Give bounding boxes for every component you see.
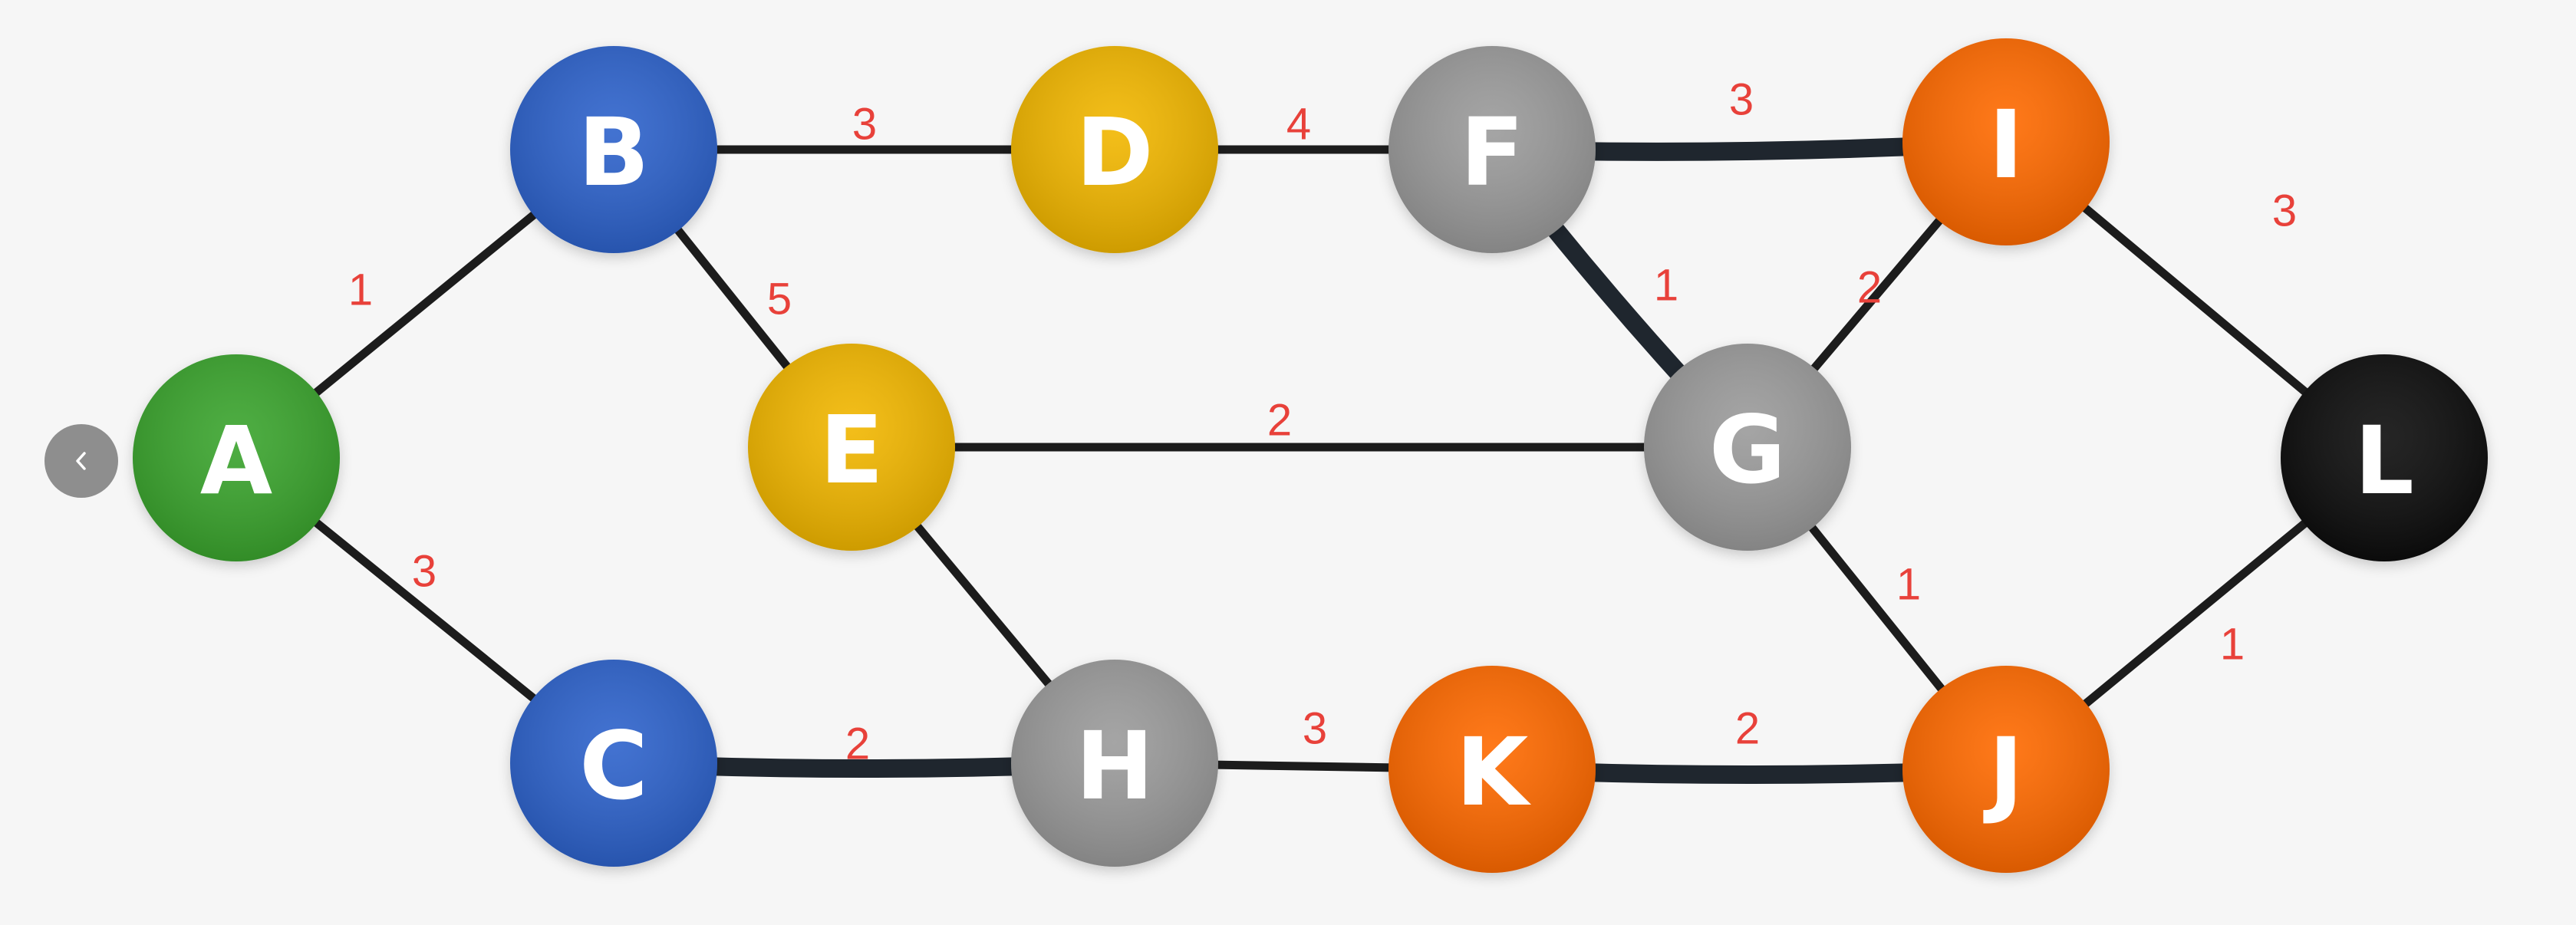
node-a-shade <box>133 354 340 561</box>
edge-weights-layer: 1 3 3 5 4 3 1 2 2 3 2 3 2 1 1 <box>348 75 2297 769</box>
node-g-label: G <box>1709 396 1786 505</box>
node-d-label: D <box>1076 98 1153 207</box>
edge-weight-j-l: 1 <box>2220 620 2245 670</box>
edge-weight-f-g: 1 <box>1654 261 1678 311</box>
node-f-shade <box>1388 46 1596 253</box>
chevron-left-icon <box>68 448 94 474</box>
node-i-shade <box>1902 38 2110 245</box>
node-j: J <box>1902 666 2110 873</box>
node-c: C <box>510 660 717 867</box>
edge-weight-h-k: 3 <box>1303 704 1327 754</box>
node-e-shade <box>748 344 955 551</box>
node-l-shade <box>2281 354 2488 561</box>
node-h-shade <box>1011 660 1218 867</box>
node-k-shade <box>1388 666 1596 873</box>
node-g: G <box>1644 344 1851 551</box>
edge-weight-f-i: 3 <box>1729 75 1754 125</box>
node-e-label: E <box>819 396 883 505</box>
back-button[interactable] <box>44 424 118 498</box>
node-f-label: F <box>1460 98 1524 207</box>
node-h-label: H <box>1076 712 1154 821</box>
edge-weight-g-i: 2 <box>1857 263 1882 313</box>
node-e: E <box>748 344 955 551</box>
node-k-label: K <box>1456 718 1532 827</box>
edge-weight-k-j: 2 <box>1735 704 1760 754</box>
node-j-shade <box>1902 666 2110 873</box>
node-h: H <box>1011 660 1218 867</box>
node-b: B <box>510 46 717 253</box>
edge-weight-g-j: 1 <box>1896 560 1921 610</box>
node-d: D <box>1011 46 1218 253</box>
node-a: A <box>133 354 340 561</box>
edge-weight-e-g: 2 <box>1267 396 1292 446</box>
edge-weight-d-f: 4 <box>1286 100 1311 150</box>
node-f: F <box>1388 46 1596 253</box>
node-i-label: I <box>1988 91 2023 199</box>
node-a-label: A <box>200 407 272 515</box>
node-c-label: C <box>579 712 648 821</box>
edge-weight-c-h: 2 <box>845 719 870 769</box>
edge-weight-i-l: 3 <box>2272 186 2297 236</box>
node-c-shade <box>510 660 717 867</box>
node-g-shade <box>1644 344 1851 551</box>
node-b-label: B <box>578 98 650 207</box>
node-b-shade <box>510 46 717 253</box>
edge-weight-a-c: 3 <box>412 547 436 597</box>
node-d-shade <box>1011 46 1218 253</box>
node-l: L <box>2281 354 2488 561</box>
nodes-layer: A B C D E F G H I J K L <box>133 38 2488 873</box>
node-k: K <box>1388 666 1596 873</box>
edge-weight-a-b: 1 <box>348 265 373 315</box>
node-l-label: L <box>2354 407 2414 515</box>
node-i: I <box>1902 38 2110 245</box>
edge-weight-b-e: 5 <box>767 275 792 324</box>
edge-weight-b-d: 3 <box>852 100 877 150</box>
node-j-label: J <box>1983 718 2023 827</box>
